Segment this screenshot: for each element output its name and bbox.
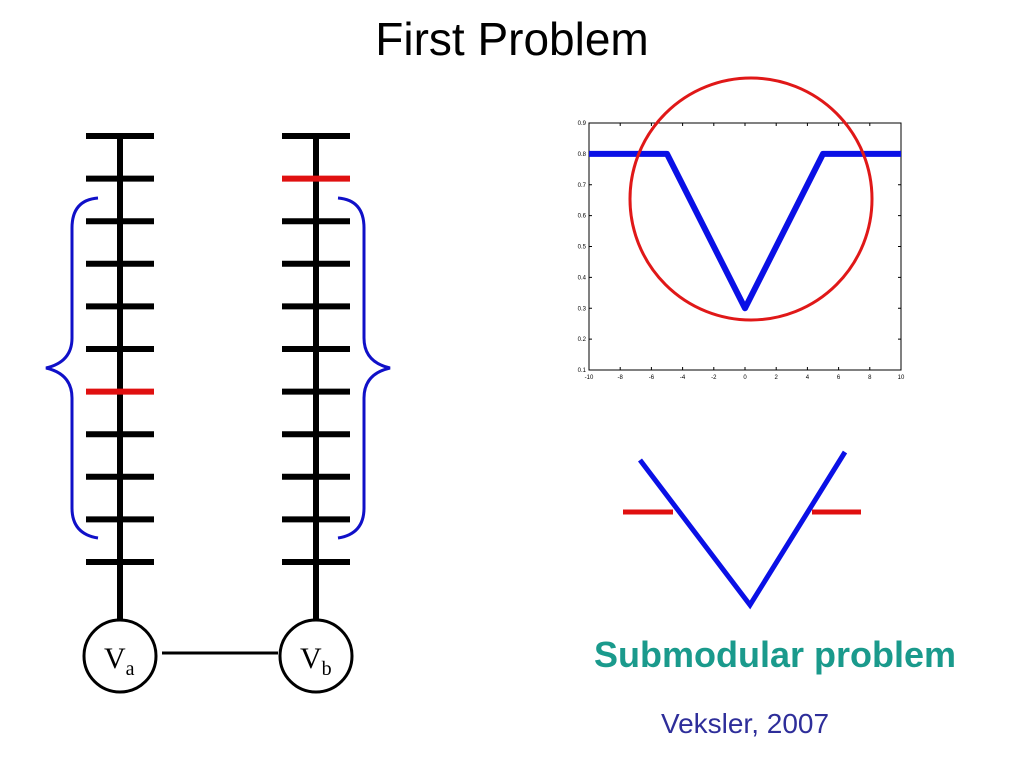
node-va-label: Va [104, 642, 135, 680]
label-chain-b [282, 133, 350, 620]
x-tick-label: -8 [618, 375, 624, 381]
node-va [82, 618, 158, 694]
y-tick-label: 0.4 [578, 275, 587, 281]
v-shape [638, 450, 848, 610]
y-tick-label: 0.7 [578, 183, 587, 189]
y-tick-label: 0.5 [578, 245, 587, 251]
potential-curve [589, 150, 901, 312]
node-va-letter: V [104, 642, 126, 675]
label-chain-a [86, 133, 154, 620]
truncated-v-sketch [623, 450, 861, 610]
y-tick-label: 0.9 [578, 121, 587, 127]
credit: Veksler, 2007 [660, 708, 830, 739]
y-tick-label: 0.6 [578, 214, 587, 220]
node-vb-label: Vb [300, 642, 332, 680]
node-vb-letter: V [300, 642, 322, 675]
node-va-subscript: a [126, 658, 135, 680]
right-brace [337, 196, 391, 540]
slide-title: First Problem [375, 13, 649, 65]
potential-plot: -10 -8 -6 -4 -2 0 2 4 6 8 10 0.1 0.2 0.3 0.4 0.5 0.6 0.7 0… [578, 121, 905, 381]
x-tick-label: 10 [898, 375, 905, 381]
x-tick-label: 4 [806, 375, 810, 381]
plot-ticks: -10 -8 -6 -4 -2 0 2 4 6 8 10 0.1 0.2 0.3 0.4 0.5 0.6 0.7 0… [578, 121, 905, 381]
node-vb-subscript: b [322, 658, 332, 680]
x-tick-label: 6 [837, 375, 841, 381]
highlight-circle [628, 76, 874, 322]
node-vb [278, 618, 354, 694]
y-tick-label: 0.8 [578, 152, 587, 158]
y-tick-label: 0.2 [578, 337, 587, 343]
x-tick-label: -4 [680, 375, 686, 381]
x-tick-label: 2 [775, 375, 779, 381]
caption: Submodular problem [593, 634, 957, 675]
x-tick-label: -10 [585, 375, 594, 381]
y-tick-label: 0.1 [578, 368, 587, 374]
x-tick-label: 8 [868, 375, 872, 381]
x-tick-label: -2 [711, 375, 717, 381]
x-tick-label: 0 [743, 375, 747, 381]
left-brace [45, 196, 99, 540]
x-tick-label: -6 [649, 375, 655, 381]
y-tick-label: 0.3 [578, 306, 587, 312]
